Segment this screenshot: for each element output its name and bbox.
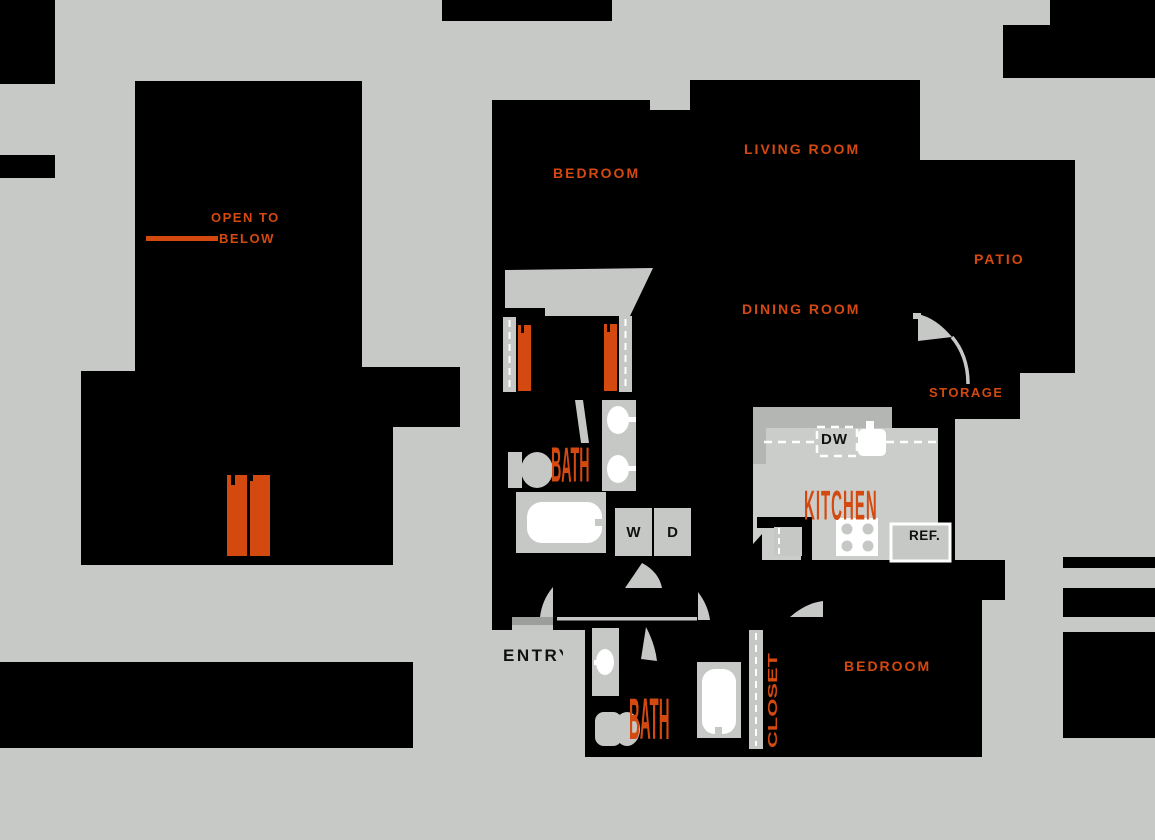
dishwasher-outline bbox=[815, 425, 859, 458]
label-refrigerator: REF. bbox=[909, 529, 941, 543]
toilet-bowl bbox=[614, 712, 640, 746]
label-bedroom-lower: BEDROOM bbox=[844, 659, 932, 673]
label-washer: W bbox=[626, 525, 641, 541]
faucet bbox=[628, 417, 636, 422]
sink bbox=[607, 406, 629, 434]
bathtub bbox=[702, 669, 736, 734]
label-living-room: LIVING ROOM bbox=[744, 142, 861, 154]
edge-fragment bbox=[0, 662, 413, 748]
label-entry: ENTRY bbox=[503, 647, 563, 665]
label-open-to: OPEN TO bbox=[211, 211, 280, 223]
refrigerator-box bbox=[889, 522, 952, 563]
loft-floor bbox=[81, 81, 460, 565]
pantry-wall bbox=[757, 517, 812, 528]
closet-door bbox=[518, 325, 531, 391]
bath-door-leaf bbox=[641, 627, 657, 661]
label-storage: STORAGE bbox=[929, 386, 1001, 398]
patio-door-jamb bbox=[913, 313, 921, 319]
faucet bbox=[628, 466, 636, 471]
loft-closet-door bbox=[227, 475, 247, 556]
edge-fragment bbox=[0, 0, 55, 84]
closet-shelf bbox=[619, 316, 632, 392]
dryer-box bbox=[654, 508, 691, 556]
hall-door-leaf bbox=[698, 592, 710, 620]
patio-door-leaf bbox=[918, 314, 952, 341]
kitchen-sink bbox=[858, 429, 886, 456]
bedroom-door-leaf bbox=[790, 601, 823, 617]
kitchen-upper-cabinets bbox=[753, 407, 892, 428]
patio-door-arc bbox=[950, 335, 970, 385]
toilet-tank bbox=[595, 712, 622, 746]
edge-fragment bbox=[1003, 0, 1155, 78]
wall-corner bbox=[737, 534, 762, 562]
tub-faucet bbox=[715, 727, 722, 736]
closet-shelf bbox=[503, 317, 516, 392]
burner bbox=[862, 540, 874, 552]
label-patio: PATIO bbox=[974, 252, 1025, 267]
kitchen-faucet bbox=[866, 421, 874, 431]
entry-door-leaf bbox=[540, 587, 553, 617]
label-dishwasher: DW bbox=[821, 432, 848, 448]
entry-threshold bbox=[512, 625, 553, 632]
label-kitchen: KITCHEN bbox=[804, 483, 878, 531]
label-bath-lower: BATH bbox=[629, 688, 670, 755]
bedroom-door-opening bbox=[505, 268, 653, 316]
label-dryer: D bbox=[667, 525, 678, 541]
edge-fragment bbox=[1063, 588, 1155, 617]
toilet-tank bbox=[508, 452, 522, 488]
entry-threshold-dark bbox=[512, 617, 553, 625]
closet-door bbox=[604, 324, 617, 391]
edge-fragment bbox=[0, 155, 55, 178]
burner bbox=[862, 523, 874, 535]
tub-faucet bbox=[595, 519, 604, 526]
laundry-door-leaf bbox=[625, 563, 662, 588]
burner bbox=[841, 540, 853, 552]
toilet-bowl bbox=[521, 452, 553, 488]
edge-fragment bbox=[1063, 632, 1155, 738]
faucet bbox=[594, 660, 600, 665]
pantry-wall bbox=[801, 517, 812, 560]
label-closet: CLOSET bbox=[765, 653, 780, 748]
hall-opening bbox=[557, 617, 697, 621]
bathtub bbox=[527, 502, 602, 543]
edge-fragment bbox=[1063, 557, 1155, 568]
label-bedroom-upper: BEDROOM bbox=[553, 166, 641, 178]
closet-shelf bbox=[749, 630, 763, 749]
burner bbox=[841, 523, 853, 535]
loft-open-below-rule bbox=[146, 236, 218, 241]
sink bbox=[596, 649, 614, 675]
edge-fragment bbox=[442, 0, 612, 21]
label-bath-upper: BATH bbox=[551, 438, 590, 495]
label-dining-room: DINING ROOM bbox=[742, 302, 861, 316]
bath-door-leaf bbox=[575, 400, 589, 443]
loft-closet-door bbox=[250, 475, 270, 556]
label-below: BELOW bbox=[219, 232, 275, 244]
washer-box bbox=[615, 508, 652, 556]
kitchen-counter-edge bbox=[753, 428, 766, 464]
sink bbox=[607, 455, 629, 483]
